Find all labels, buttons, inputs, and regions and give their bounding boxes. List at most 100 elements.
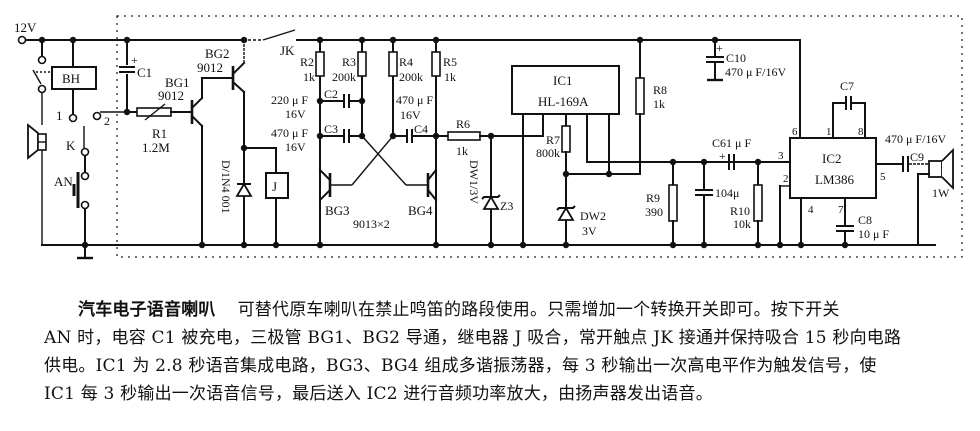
svg-text:R6: R6 (456, 117, 470, 131)
ic1-hl169a (511, 65, 620, 115)
svg-text:IC2: IC2 (822, 151, 842, 166)
svg-text:9012: 9012 (197, 60, 223, 75)
svg-text:R3: R3 (342, 55, 356, 69)
svg-text:C7: C7 (840, 79, 854, 93)
svg-text:J: J (272, 179, 277, 194)
description-text: 汽车电子语音喇叭可替代原车喇叭在禁止鸣笛的路段使用。只需增加一个转换开关即可。按… (44, 296, 974, 408)
svg-text:Z3: Z3 (500, 199, 513, 213)
description-title: 汽车电子语音喇叭 (78, 300, 216, 320)
resistor-r10 (753, 184, 763, 222)
capacitor-c10: + C10 470 μ F/16V (706, 41, 786, 82)
svg-text:470 μ F: 470 μ F (396, 93, 433, 107)
svg-text:R10: R10 (730, 204, 750, 218)
transistor-bg2: BG2 9012 (197, 46, 246, 94)
capacitor-c3-label: C3 (324, 122, 338, 136)
resistor-r2 (315, 51, 325, 77)
svg-text:2: 2 (783, 173, 789, 185)
svg-text:2: 2 (104, 114, 110, 128)
module-border (116, 15, 963, 258)
svg-text:R9: R9 (646, 191, 660, 205)
svg-text:200k: 200k (399, 70, 423, 84)
svg-text:1k: 1k (653, 97, 665, 111)
capacitor-c9-value: 470 μ F/16V (885, 132, 946, 146)
supply-label: 12V (14, 20, 37, 35)
svg-text:5: 5 (880, 171, 886, 183)
svg-text:+: + (131, 53, 138, 67)
resistor-r4 (388, 51, 398, 77)
capacitor-c8-label: C8 (858, 213, 872, 227)
svg-text:DW1/3V: DW1/3V (467, 160, 481, 204)
supply-terminal: 12V (14, 20, 37, 45)
svg-text:1k: 1k (303, 70, 315, 84)
capacitor-c8-value: 10 μ F (858, 227, 889, 241)
svg-text:C10: C10 (726, 51, 746, 65)
description-line-1: 汽车电子语音喇叭可替代原车喇叭在禁止鸣笛的路段使用。只需增加一个转换开关即可。按… (78, 300, 840, 320)
svg-text:16V: 16V (400, 108, 421, 122)
svg-text:+: + (716, 41, 723, 55)
svg-text:9013×2: 9013×2 (353, 217, 390, 231)
svg-text:DW2: DW2 (580, 209, 606, 223)
svg-text:BG2: BG2 (205, 46, 230, 61)
svg-text:800k: 800k (536, 146, 560, 160)
svg-text:R8: R8 (653, 83, 667, 97)
ic2-lm386 (789, 137, 877, 199)
zener-diode-dw2: DW2 3V (556, 205, 606, 238)
capacitor-c9-label: C9 (910, 150, 924, 164)
description-line-3: 供电。IC1 为 2.8 秒语音集成电路，BG3、BG4 组成多谐振荡器，每 3… (44, 356, 877, 376)
svg-text:C61 μ F: C61 μ F (712, 136, 751, 150)
resistor-r9 (668, 184, 678, 222)
svg-text:16V: 16V (285, 140, 306, 154)
transistor-bg1: BG1 9012 (158, 75, 204, 128)
zener-diode-z3: Z3 DW1/3V (467, 160, 513, 213)
svg-text:470 μ F/16V: 470 μ F/16V (725, 65, 786, 79)
capacitor-c4-label: C4 (414, 122, 428, 136)
svg-text:BH: BH (62, 71, 80, 86)
resistor-r3 (357, 51, 367, 77)
svg-text:9012: 9012 (158, 88, 184, 103)
description-line-2: AN 时，电容 C1 被充电，三极管 BG1、BG2 导通，继电器 J 吸合，常… (44, 328, 902, 348)
description-line-4: IC1 每 3 秒输出一次语音信号，最后送入 IC2 进行音频功率放大，由扬声器… (44, 384, 713, 404)
resistor-r8 (635, 77, 645, 115)
capacitor-c1: + C1 (119, 53, 152, 80)
svg-text:3V: 3V (582, 224, 597, 238)
circuit-schematic: 12V JK BH 1 2 K AN (14, 15, 963, 260)
svg-text:LM386: LM386 (815, 172, 855, 187)
horn-speaker-icon (27, 123, 47, 160)
junction-dots (38, 36, 849, 249)
capacitor-104-label: 104μ (715, 186, 739, 200)
resistor-r5 (431, 51, 441, 77)
svg-text:R1: R1 (152, 126, 167, 141)
svg-text:JK: JK (280, 43, 295, 58)
svg-text:HL-169A: HL-169A (538, 94, 589, 109)
svg-text:R4: R4 (399, 55, 413, 69)
svg-text:1k: 1k (456, 144, 468, 158)
svg-text:1: 1 (56, 108, 63, 123)
transistor-bg4: BG4 (408, 168, 438, 218)
capacitor-c7: C7 (840, 79, 854, 110)
resistor-r7 (561, 125, 571, 153)
svg-text:7: 7 (838, 204, 844, 216)
svg-text:1.2M: 1.2M (142, 140, 170, 155)
transistor-bg3: BG3 (318, 168, 350, 218)
svg-text:3: 3 (778, 150, 784, 162)
svg-text:C1: C1 (137, 65, 152, 80)
svg-text:6: 6 (792, 126, 798, 138)
svg-text:BG3: BG3 (325, 203, 350, 218)
loudspeaker-icon: 1W (928, 147, 954, 200)
svg-text:390: 390 (645, 205, 663, 219)
svg-text:R5: R5 (443, 55, 457, 69)
svg-text:AN: AN (54, 174, 73, 189)
svg-text:1W: 1W (932, 186, 950, 200)
svg-text:470 μ F: 470 μ F (271, 126, 308, 140)
capacitor-c2-label: C2 (324, 87, 338, 101)
svg-text:+: + (719, 149, 726, 163)
capacitor-c6: + C61 μ F (712, 136, 751, 170)
svg-text:R2: R2 (300, 55, 314, 69)
push-button-an: AN (54, 172, 80, 208)
svg-text:BG1: BG1 (165, 75, 190, 90)
svg-text:220 μ F: 220 μ F (271, 93, 308, 107)
svg-text:8: 8 (858, 126, 864, 138)
relay-contact-jk: JK (262, 29, 296, 58)
svg-text:K: K (66, 138, 76, 153)
diode-d: D/1N4 001 (219, 160, 253, 214)
